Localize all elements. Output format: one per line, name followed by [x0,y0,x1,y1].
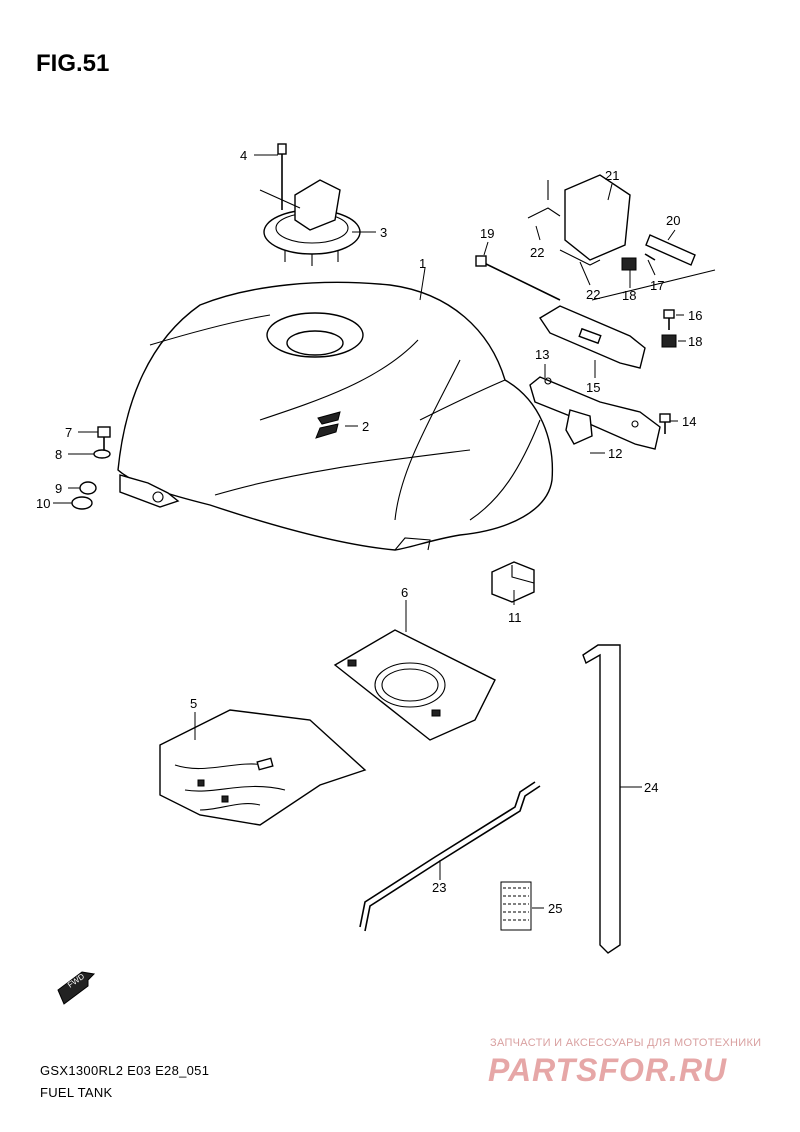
callout-23: 23 [432,880,446,895]
drain-hose-23 [359,781,541,932]
warning-label-25 [500,881,532,931]
screw-16-nut-18 [661,309,677,348]
fuel-cap-assembly [259,179,361,266]
tank-mat-5 [159,709,367,826]
callout-21: 21 [605,168,619,183]
callout-17: 17 [650,278,664,293]
callout-25: 25 [548,901,562,916]
front-mount-hardware [71,426,111,510]
callout-5: 5 [190,696,197,711]
callout-8: 8 [55,447,62,462]
callout-14: 14 [682,414,696,429]
seat-lock-bracket [527,174,696,271]
breather-hose-24 [582,644,621,954]
cushion-11 [491,561,535,603]
callout-numbers: 1 2 3 4 5 6 7 8 9 10 11 12 13 14 15 16 1… [36,148,702,916]
figure-title: FIG.51 [36,50,110,77]
fwd-arrow-icon: FWD [57,971,96,1005]
bolt-4 [277,143,287,210]
callout-2: 2 [362,419,369,434]
callout-12: 12 [608,446,622,461]
callout-15: 15 [586,380,600,395]
callout-7: 7 [65,425,72,440]
callout-10: 10 [36,496,50,511]
rear-bracket-assembly [475,255,661,450]
callout-4: 4 [240,148,247,163]
callout-22b: 22 [586,287,600,302]
callout-16: 16 [688,308,702,323]
watermark-logo: PARTSFOR.RU [488,1052,728,1088]
screw-14 [659,413,671,434]
callout-11: 11 [508,610,522,625]
fuel-tank [117,281,554,551]
callout-22a: 22 [530,245,544,260]
callout-24: 24 [644,780,658,795]
callout-3: 3 [380,225,387,240]
model-code: GSX1300RL2 E03 E28_051 [40,1063,210,1078]
callout-1: 1 [419,256,426,271]
callout-13: 13 [535,347,549,362]
watermark-tagline: ЗАПЧАСТИ И АКСЕССУАРЫ ДЛЯ МОТОТЕХНИКИ [490,1037,762,1049]
tank-plate-6 [333,629,496,741]
callout-18a: 18 [622,288,636,303]
callout-leaders [53,154,686,909]
figure-name: FUEL TANK [40,1085,113,1100]
callout-6: 6 [401,585,408,600]
callout-18b: 18 [688,334,702,349]
callout-20: 20 [666,213,680,228]
callout-9: 9 [55,481,62,496]
callout-19: 19 [480,226,494,241]
